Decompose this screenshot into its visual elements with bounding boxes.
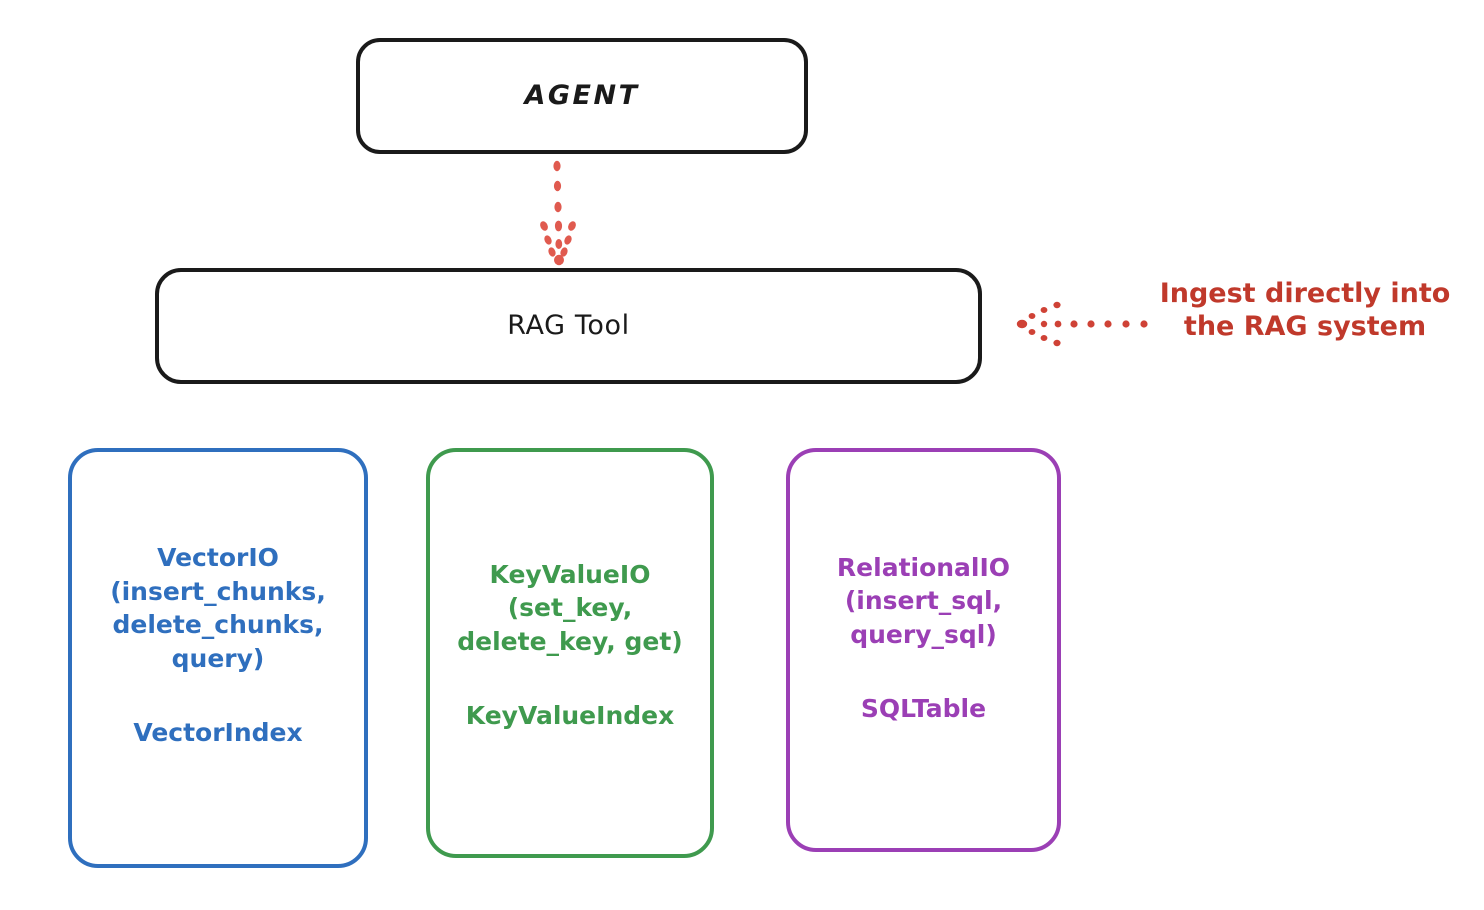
node-key-value-io[interactable]: KeyValueIO (set_key, delete_key, get) Ke…	[426, 448, 714, 858]
node-relational-io-api: RelationalIO (insert_sql, query_sql)	[836, 552, 1011, 649]
arrow-head-dot	[1040, 335, 1048, 341]
arrow-head-dot	[540, 221, 548, 231]
node-agent[interactable]: AGENT	[356, 38, 808, 154]
node-vector-io-index: VectorIndex	[133, 718, 303, 747]
node-key-value-io-index: KeyValueIndex	[465, 701, 675, 731]
arrow-head-dot	[544, 235, 552, 245]
arrow-dot	[1040, 320, 1048, 328]
node-rag-tool-label: RAG Tool	[507, 309, 630, 341]
node-vector-io[interactable]: VectorIO (insert_chunks, delete_chunks, …	[68, 448, 368, 868]
arrow-dot	[1070, 320, 1078, 328]
arrow-dot	[555, 239, 563, 249]
arrow-dot	[1122, 320, 1130, 328]
arrow-head-dot	[1016, 319, 1028, 329]
arrow-dot	[554, 220, 563, 232]
node-rag-tool[interactable]: RAG Tool	[155, 268, 982, 384]
arrow-dot	[1104, 320, 1112, 328]
arrow-head-dot	[1053, 339, 1061, 347]
node-key-value-io-api: KeyValueIO (set_key, delete_key, get)	[457, 559, 683, 656]
arrow-head-dot	[1040, 307, 1048, 313]
arrow-dot	[553, 160, 561, 172]
arrow-head-dot	[1028, 329, 1036, 335]
arrow-head-dot	[1028, 313, 1036, 319]
arrow-dot	[554, 201, 562, 213]
arrow-head-dot	[564, 235, 572, 245]
node-relational-io-index: SQLTable	[860, 694, 987, 724]
arrow-dot	[1087, 320, 1095, 328]
node-relational-io[interactable]: RelationalIO (insert_sql, query_sql) SQL…	[786, 448, 1061, 852]
arrow-head-dot	[568, 221, 576, 231]
annotation-ingest-directly: Ingest directly into the RAG system	[1159, 278, 1451, 342]
arrow-dot	[553, 180, 562, 192]
arrow-head-dot	[1053, 301, 1061, 309]
node-agent-label: AGENT	[524, 79, 640, 111]
arrow-head-dot	[560, 247, 568, 257]
arrow-head-dot	[554, 254, 564, 266]
connector-agent-to-rag-tool	[540, 160, 576, 266]
arrow-dot	[1054, 320, 1062, 328]
connector-ingest-to-rag-tool	[1016, 301, 1148, 347]
arrow-head-dot	[548, 247, 556, 257]
node-vector-io-api: VectorIO (insert_chunks, delete_chunks, …	[110, 543, 326, 673]
